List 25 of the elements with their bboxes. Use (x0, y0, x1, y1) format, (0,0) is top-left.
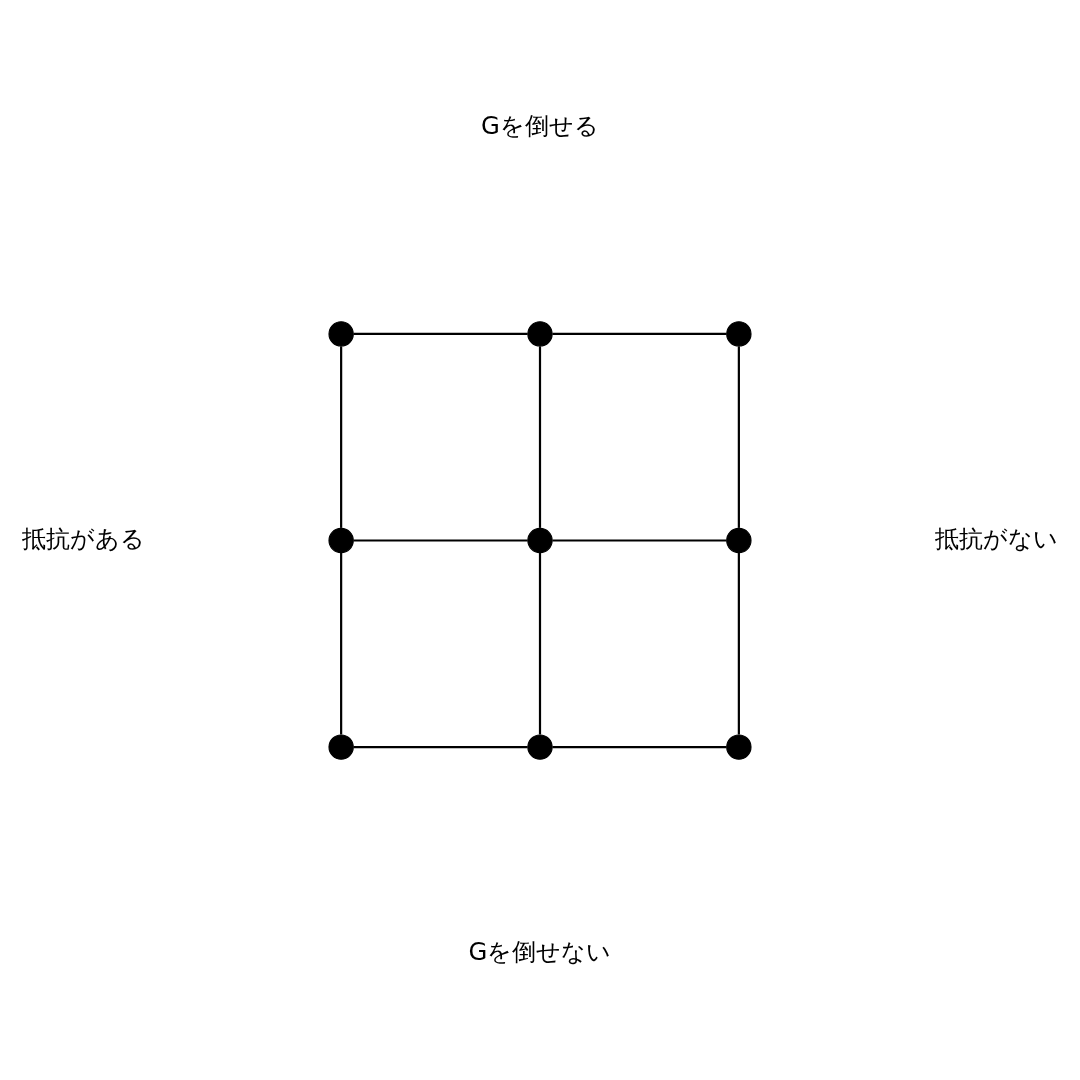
connector (538, 345, 542, 528)
connector (340, 345, 343, 528)
node-circle (328, 527, 354, 553)
connector (353, 332, 528, 335)
connector (353, 538, 528, 542)
label: Gを倒せる (481, 109, 599, 139)
node-circle (726, 733, 752, 760)
connector (340, 552, 343, 734)
connector (353, 745, 528, 748)
node-circle (527, 733, 553, 760)
connector (737, 345, 740, 528)
connector (538, 552, 542, 734)
node-circle (726, 527, 752, 553)
node-circle (328, 733, 354, 760)
node-circle (328, 320, 354, 347)
label: Gを倒せない (468, 936, 612, 966)
connector (552, 332, 727, 335)
connector (552, 745, 727, 748)
node-circle (527, 320, 553, 347)
label: 抵抗がある (22, 523, 146, 553)
node-circle (527, 527, 553, 553)
node-circle (726, 320, 752, 347)
label: 抵抗がない (934, 523, 1058, 553)
connector (552, 538, 727, 542)
connector (737, 552, 740, 734)
